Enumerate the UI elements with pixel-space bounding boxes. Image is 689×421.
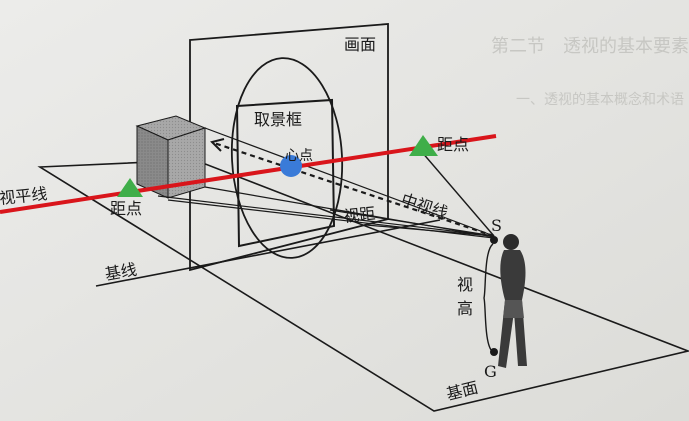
label-eye-height-1: 视 — [457, 275, 473, 294]
cone-of-vision-circle — [230, 57, 344, 259]
center-point-marker — [280, 155, 302, 177]
label-station-point: S — [491, 216, 502, 235]
label-eye-height-2: 高 — [457, 299, 473, 318]
label-picture-plane: 画面 — [344, 35, 376, 54]
label-viewing-distance: 视距 — [342, 204, 376, 226]
eye-height-bracket — [483, 243, 494, 353]
arrow-head — [210, 138, 225, 152]
label-distance-point-right: 距点 — [437, 135, 469, 154]
distance-point-left-marker — [117, 178, 143, 197]
label-distance-point-left: 距点 — [110, 199, 142, 218]
horizon-line — [0, 134, 497, 214]
observer-figure — [498, 234, 527, 368]
label-center-point: 心点 — [285, 148, 313, 164]
viewfinder-frame — [235, 98, 336, 248]
label-viewfinder: 取景框 — [254, 110, 302, 129]
label-ground-point: G — [484, 362, 497, 381]
label-horizon-line: 视平线 — [0, 184, 48, 208]
ghost-text-1: 第二节 透视的基本要素 — [491, 36, 689, 57]
distance-point-right-marker — [409, 135, 438, 156]
central-line-of-sight — [213, 141, 495, 238]
ground-point-dot — [490, 348, 498, 356]
station-point-dot — [490, 236, 498, 244]
ghost-text-2: 一、透视的基本概念和术语 — [516, 91, 684, 108]
distance-line-base — [365, 224, 495, 237]
ground-line — [95, 219, 441, 287]
distance-line-right — [420, 150, 495, 237]
